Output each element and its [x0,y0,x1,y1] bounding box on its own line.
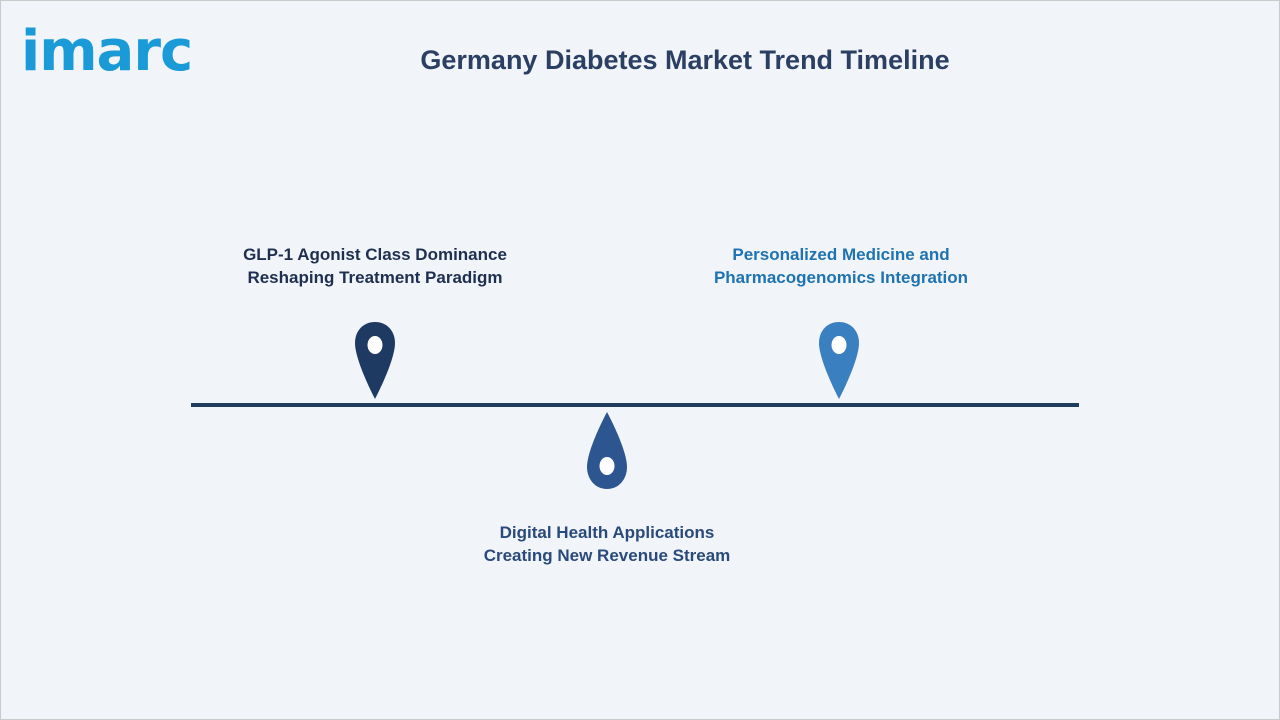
pin-shape [587,412,627,489]
label-line-1: Personalized Medicine and [732,245,950,264]
pin-shape [355,322,395,399]
label-line-1: Digital Health Applications [499,523,715,542]
timeline-line [191,403,1079,407]
label-line-1: GLP-1 Agonist Class Dominance [243,245,507,264]
page-title: Germany Diabetes Market Trend Timeline [420,45,950,75]
label-line-2: Pharmacogenomics Integration [713,268,969,287]
pin-shape [819,322,859,399]
label-line-2: Creating New Revenue Stream [483,546,731,565]
timeline-item-label: GLP-1 Agonist Class Dominance Reshaping … [205,243,545,289]
timeline-item-label: Personalized Medicine and Pharmacogenomi… [671,243,1011,289]
timeline-item-label: Digital Health Applications Creating New… [437,521,777,567]
map-pin-icon [818,321,860,401]
label-line-2: Reshaping Treatment Paradigm [247,268,503,287]
map-pin-icon [586,411,628,491]
map-pin-icon [354,321,396,401]
logo-text: imarc [21,19,193,84]
imarc-logo: imarc [21,15,203,84]
